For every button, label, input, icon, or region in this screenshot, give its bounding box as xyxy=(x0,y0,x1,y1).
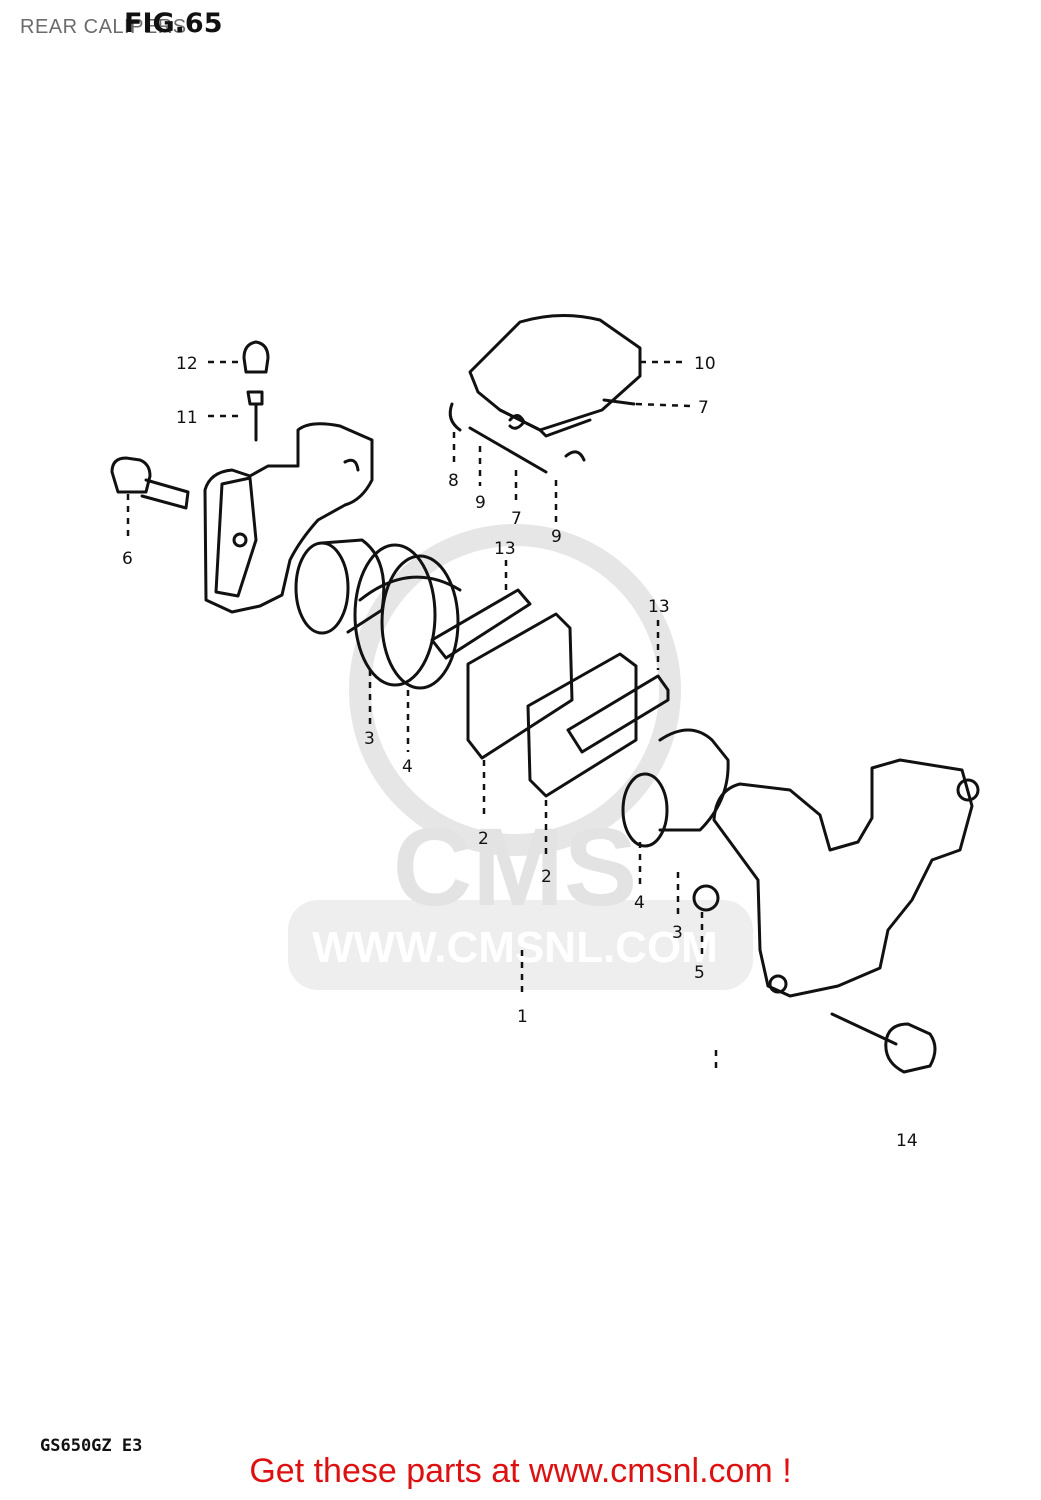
pad-pin-lower xyxy=(468,426,548,474)
callout-4b: 4 xyxy=(634,893,645,913)
pad-cover xyxy=(468,314,642,432)
callout-10: 10 xyxy=(694,354,716,374)
clip-9-right xyxy=(564,450,586,462)
watermark-url: WWW.CMSNL.COM xyxy=(312,923,718,972)
callout-3b: 3 xyxy=(672,923,683,943)
clip-9-left xyxy=(508,414,526,430)
pad-cover-lip xyxy=(498,408,592,438)
brake-pad-left xyxy=(466,612,574,760)
brake-pad-right xyxy=(526,652,638,798)
callout-13b: 13 xyxy=(648,597,670,617)
watermark-brand: CMS xyxy=(393,806,637,929)
shim-plate-13-upper xyxy=(430,588,532,660)
bleeder-cap-shape xyxy=(242,340,270,374)
piston-seal-inner xyxy=(380,554,460,690)
callout-11: 11 xyxy=(176,408,198,428)
callout-2a: 2 xyxy=(478,829,489,849)
callout-1: 1 xyxy=(517,1007,528,1027)
caliper-half-right xyxy=(712,758,974,998)
watermark-ring xyxy=(349,524,681,856)
figure-number: FIG.65 xyxy=(124,8,223,39)
leader-7a xyxy=(635,402,691,408)
caliper-right-lower-hole xyxy=(768,974,788,994)
callout-14: 14 xyxy=(896,1131,918,1151)
seal-edge xyxy=(358,575,462,602)
callout-12: 12 xyxy=(176,354,198,374)
bolt-14-head xyxy=(884,1022,937,1074)
right-seal xyxy=(621,772,669,848)
watermark: CMS WWW.CMSNL.COM xyxy=(288,524,753,990)
watermark-banner xyxy=(288,900,753,990)
callout-3a: 3 xyxy=(364,729,375,749)
caliper-mount-ear xyxy=(214,476,258,598)
shim-plate-13-lower xyxy=(566,674,670,754)
callout-2b: 2 xyxy=(541,867,552,887)
piston-front xyxy=(294,541,350,635)
callout-13a: 13 xyxy=(494,539,516,559)
bleeder-5 xyxy=(692,884,720,912)
callout-5: 5 xyxy=(694,963,705,983)
bolt-shank xyxy=(140,478,190,510)
footer-link[interactable]: Get these parts at www.cmsnl.com ! xyxy=(249,1452,792,1490)
pad-pin-upper xyxy=(602,398,636,406)
clip-8 xyxy=(448,402,462,432)
callout-6: 6 xyxy=(122,549,133,569)
bleeder-valve-head xyxy=(246,390,264,406)
page-title: REAR CALIPERS xyxy=(20,16,187,38)
caliper-half-left xyxy=(203,422,374,614)
piston-seal-outer xyxy=(353,543,437,687)
right-piston xyxy=(658,728,730,832)
bolt-head xyxy=(110,456,152,494)
callout-7b: 7 xyxy=(511,509,522,529)
callout-7a: 7 xyxy=(698,398,709,418)
caliper-right-bolt-hole xyxy=(956,778,980,802)
callout-8: 8 xyxy=(448,471,459,491)
model-code: GS650GZ E3 xyxy=(40,1436,143,1456)
caliper-port xyxy=(343,458,360,472)
callout-4a: 4 xyxy=(402,757,413,777)
callout-9b: 9 xyxy=(551,527,562,547)
callout-labels: 12 11 6 10 7 8 9 7 9 13 13 3 4 2 2 4 3 5… xyxy=(122,354,918,1151)
caliper-bolt-hole xyxy=(232,532,248,548)
callout-9a: 9 xyxy=(475,493,486,513)
